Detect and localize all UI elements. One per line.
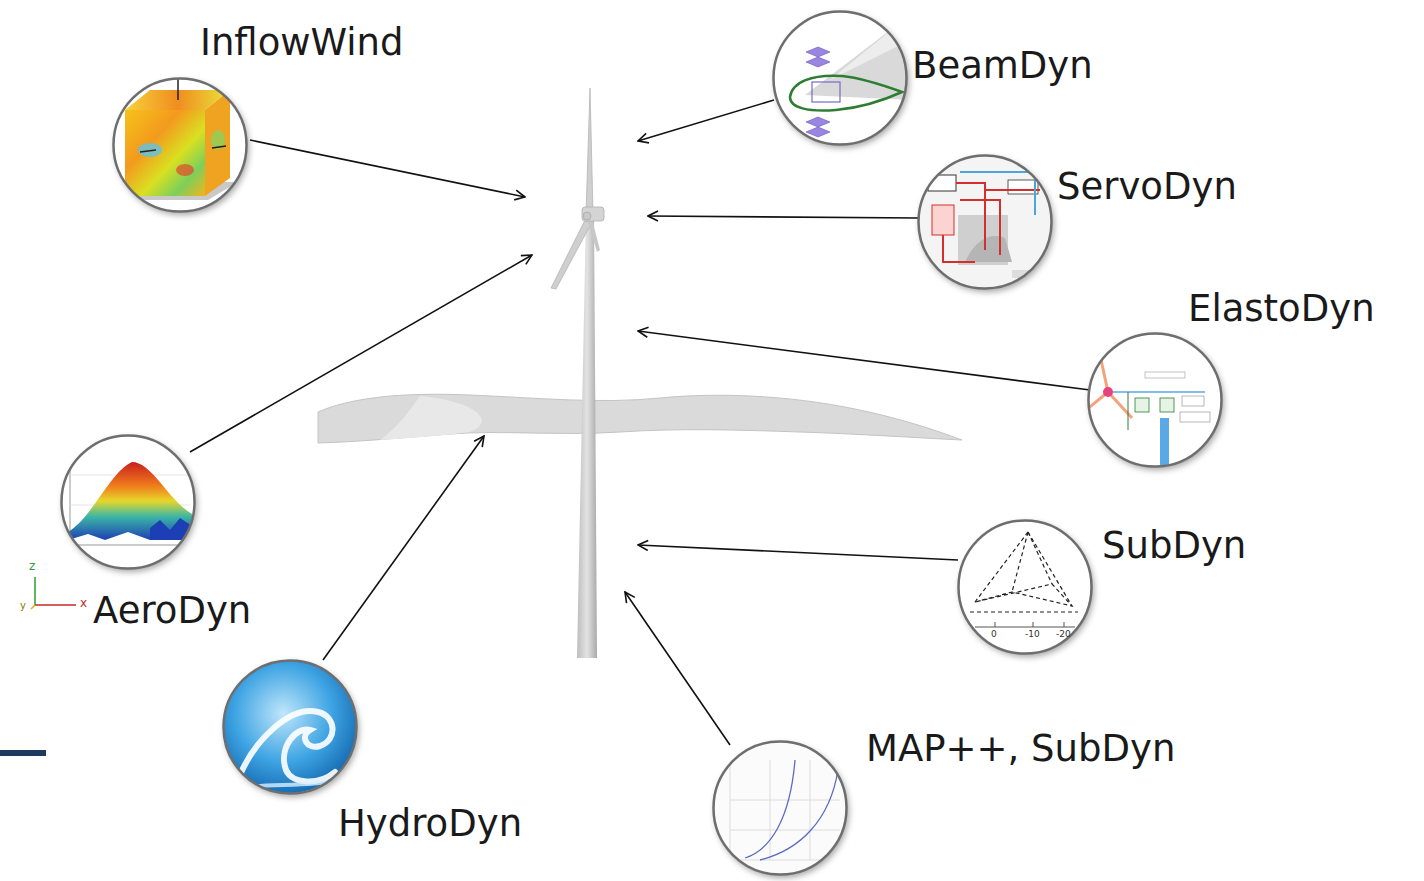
circle-outline — [224, 661, 357, 794]
module-label: InflowWind — [200, 22, 404, 65]
module-node: HydroDyn — [222, 659, 358, 795]
module-node: BeamDyn — [772, 10, 908, 146]
circle-outline — [919, 156, 1052, 289]
module-label: HydroDyn — [338, 803, 522, 846]
module-label: BeamDyn — [912, 45, 1093, 88]
axis-label: x — [80, 597, 87, 610]
module-node: InflowWind — [112, 77, 248, 213]
circle-outline — [62, 436, 195, 569]
circle-outline — [774, 12, 907, 145]
module-node: AeroDyn — [60, 434, 196, 570]
circle-outline — [1089, 334, 1222, 467]
module-circle — [772, 10, 908, 146]
circle-outline — [114, 79, 247, 212]
tick-label: -20 — [1056, 630, 1071, 640]
module-circle — [712, 740, 848, 876]
module-circle — [112, 77, 248, 213]
module-circle — [1087, 332, 1223, 468]
tick-label: 0 — [991, 630, 997, 640]
module-node: ElastoDyn — [1087, 332, 1223, 468]
axis-label: y — [20, 600, 26, 611]
module-label: ElastoDyn — [1188, 288, 1375, 331]
module-label: MAP++, SubDyn — [866, 728, 1175, 771]
circle-outline — [959, 521, 1092, 654]
module-node: MAP++, SubDyn — [712, 740, 848, 876]
axis-label: z — [29, 560, 35, 573]
module-label: ServoDyn — [1057, 166, 1237, 209]
module-circle — [60, 434, 196, 570]
tick-label: -10 — [1025, 630, 1040, 640]
module-circle — [917, 154, 1053, 290]
module-circle — [222, 659, 358, 795]
module-node: ServoDyn — [917, 154, 1053, 290]
module-label: AeroDyn — [93, 590, 251, 633]
circle-outline — [714, 742, 847, 875]
module-label: SubDyn — [1102, 525, 1246, 568]
